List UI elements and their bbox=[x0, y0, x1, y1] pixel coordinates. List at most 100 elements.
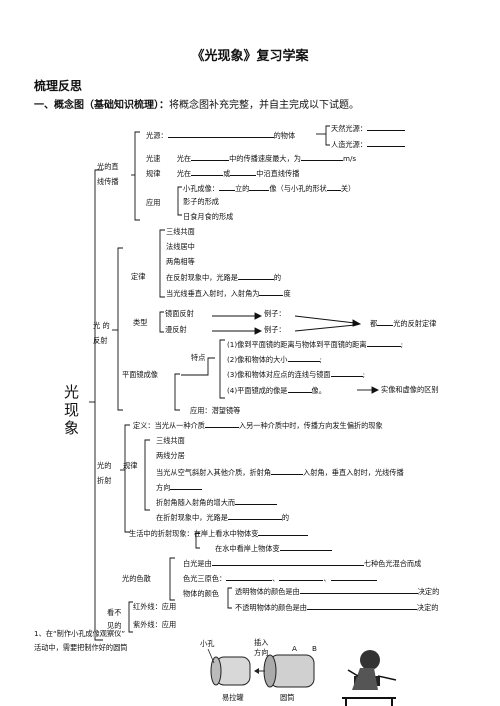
law-blank-2[interactable] bbox=[259, 289, 284, 296]
observer-figure bbox=[338, 640, 400, 706]
def-b: 入另一种介质中时，传播方向发生偏折的现象 bbox=[238, 421, 383, 430]
app-blank-3[interactable] bbox=[326, 184, 341, 191]
reflection-label-2: 反射 bbox=[93, 336, 108, 345]
fig-can: 易拉罐 bbox=[222, 693, 244, 702]
ir-row: 红外线：应用 bbox=[133, 602, 177, 611]
natural-blank[interactable] bbox=[366, 124, 405, 131]
rule-text-b: 或 bbox=[223, 169, 231, 178]
law-5a: 当光线垂直入射时，入射角为 bbox=[166, 289, 260, 298]
rule-blank-2[interactable] bbox=[230, 169, 257, 176]
life-a: 生活中的折射现象：在岸上看水中物体变 bbox=[129, 529, 259, 538]
pinhole-figure-drawing bbox=[207, 648, 315, 688]
invisible-label-a: 看不 bbox=[107, 608, 122, 617]
r5-blank[interactable] bbox=[227, 513, 282, 520]
app-blank-2[interactable] bbox=[249, 184, 270, 191]
feat-blank-1[interactable] bbox=[366, 340, 401, 347]
r4a: 折射角随入射角的增大而 bbox=[156, 498, 236, 507]
r3-blank[interactable] bbox=[271, 468, 304, 475]
refraction-label-2: 折射 bbox=[97, 476, 112, 485]
primary-a: 色光三原色： bbox=[183, 574, 227, 583]
life-a-row: 生活中的折射现象：在岸上看水中物体变 bbox=[129, 529, 309, 538]
obj-2b: 决定的 bbox=[416, 603, 439, 612]
r3a: 当光从空气斜射入其他介质，折射角 bbox=[156, 468, 272, 477]
item-one-label: 一、概念图（基础知识梳理）： bbox=[34, 100, 169, 111]
speed-label: 光速 bbox=[146, 154, 161, 163]
r4-blank[interactable] bbox=[235, 498, 278, 505]
feature-label: 特点 bbox=[191, 353, 206, 362]
speed-blank-1[interactable] bbox=[191, 154, 230, 161]
r5a: 在折射现象中，光路是 bbox=[156, 513, 228, 522]
app-blank-1[interactable] bbox=[218, 184, 235, 191]
type-note: 都光的反射定律 bbox=[370, 319, 436, 327]
source-suffix: 的物体 bbox=[273, 131, 296, 140]
obj-blank-2[interactable] bbox=[306, 603, 417, 610]
example-2: 例子： bbox=[264, 326, 286, 333]
example-label-1: 例子： bbox=[264, 309, 286, 318]
primary-blank-2[interactable] bbox=[279, 574, 324, 581]
refraction-rule-label: 规律 bbox=[123, 461, 138, 470]
speed-text-a: 光在 bbox=[176, 154, 192, 163]
artificial-label: 人造光源： bbox=[331, 140, 367, 149]
type-label: 类型 bbox=[133, 318, 148, 327]
app-1d: 关） bbox=[340, 184, 356, 193]
obj-2a: 不透明物体的颜色是由 bbox=[235, 603, 307, 612]
fig-insert-a: 插入 bbox=[254, 638, 269, 647]
object-label: 物体的颜色 bbox=[183, 589, 219, 598]
feat-blank-2[interactable] bbox=[287, 355, 320, 362]
app-row-1: 小孔成像：立的像（与小孔的形状关） bbox=[183, 184, 355, 192]
fig-hole: 小孔 bbox=[200, 639, 215, 648]
life-blank-2[interactable] bbox=[279, 544, 332, 551]
artificial-blank[interactable] bbox=[366, 140, 405, 147]
app-1b: 立的 bbox=[234, 184, 250, 193]
life-blank-1[interactable] bbox=[258, 529, 309, 536]
section-heading: 梳理反思 bbox=[34, 79, 83, 93]
primary-blank-3[interactable] bbox=[330, 574, 377, 581]
feat-4a: (4)平面镜成的像是 bbox=[227, 386, 288, 395]
obj-1a: 透明物体的颜色是由 bbox=[235, 587, 300, 596]
uv-row: 紫外线：应用 bbox=[133, 620, 177, 629]
obj-blank-1[interactable] bbox=[299, 587, 418, 594]
example-label-2: 例子： bbox=[264, 325, 286, 334]
sep-2: 、 bbox=[323, 574, 331, 583]
observer-figure-drawing bbox=[342, 650, 397, 706]
white-blank[interactable] bbox=[211, 559, 364, 566]
feat-blank-3[interactable] bbox=[330, 370, 363, 377]
r3b: 入射角，垂直入射时，光线传播 bbox=[303, 468, 404, 477]
speed-blank-2[interactable] bbox=[300, 154, 343, 161]
app-1a: 小孔成像： bbox=[183, 184, 219, 193]
law-4b: 的 bbox=[273, 273, 282, 282]
feat-4b: 像。 bbox=[311, 386, 326, 395]
pinhole-figure: 小孔 插入 方向 A B 易拉罐 圆筒 bbox=[198, 637, 326, 706]
white-a: 白光是由 bbox=[183, 559, 212, 568]
def-blank[interactable] bbox=[204, 421, 239, 428]
feat-4: (4)平面镜成的像是 像。 bbox=[227, 386, 326, 394]
question-1-line-1: 1、在“制作小孔成像观察仪” bbox=[34, 629, 126, 638]
r3c-blank[interactable] bbox=[170, 483, 203, 490]
type-note-a: 都 bbox=[370, 319, 378, 328]
def-a: 定义：当光从一种介质 bbox=[133, 421, 205, 430]
source-blank[interactable] bbox=[167, 131, 274, 138]
straight-label-2: 线传播 bbox=[97, 177, 119, 186]
r5b: 的 bbox=[281, 513, 290, 522]
rule-blank-1[interactable] bbox=[191, 169, 224, 176]
life-b: 在水中看岸上物体变 bbox=[215, 544, 280, 553]
root-char-3: 象 bbox=[64, 419, 80, 437]
app-row-2: 影子的形成 bbox=[183, 197, 219, 206]
r3c: 方向 bbox=[156, 483, 171, 492]
law-blank-1[interactable] bbox=[237, 273, 274, 280]
rule-label: 规律 bbox=[146, 169, 161, 178]
feat-blank-4[interactable] bbox=[287, 386, 312, 393]
primary-blank-1[interactable] bbox=[226, 574, 273, 581]
r3: 当光从空气斜射入其他介质，折射角 入射角，垂直入射时，光线传播 bbox=[156, 468, 404, 476]
type-blank[interactable] bbox=[377, 319, 394, 326]
feat-1: (1)像到平面镜的距离与物体到平面镜的距离; bbox=[227, 340, 403, 348]
rule-text-a: 光在 bbox=[176, 169, 192, 178]
feat-2: (2)像和物体的大小; bbox=[227, 355, 322, 363]
item-one-text: 将概念图补充完整，并自主完成以下试题。 bbox=[169, 100, 359, 111]
obj-1b: 决定的 bbox=[417, 587, 440, 596]
question-1-line-2: 活动中，需要把制作好的圆筒 bbox=[34, 643, 128, 652]
mirror-app: 应用：潜望镜等 bbox=[190, 406, 241, 415]
law-5: 当光线垂直入射时，入射角为度 bbox=[166, 289, 291, 297]
